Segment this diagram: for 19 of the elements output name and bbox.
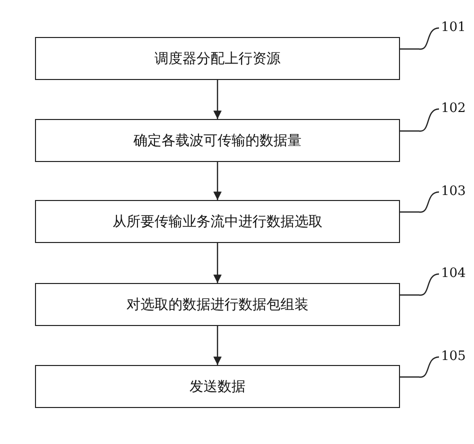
process-box: 调度器分配上行资源 [35, 37, 400, 80]
process-box: 从所要传输业务流中进行数据选取 [35, 200, 400, 243]
reference-number: 103 [441, 184, 471, 200]
reference-number: 105 [441, 349, 471, 365]
arrow [213, 326, 222, 365]
process-box: 确定各载波可传输的数据量 [35, 119, 400, 162]
reference-number: 104 [441, 266, 471, 282]
process-box: 发送数据 [35, 365, 400, 408]
leader-line [400, 27, 440, 50]
leader-line [400, 191, 440, 213]
arrow [213, 243, 222, 283]
leader-line [400, 108, 440, 132]
reference-number: 102 [441, 101, 471, 117]
arrow [213, 80, 222, 119]
leader-line [400, 273, 440, 296]
leader-line [400, 356, 440, 378]
process-box: 对选取的数据进行数据包组装 [35, 283, 400, 326]
arrow [213, 162, 222, 200]
reference-number: 101 [441, 20, 471, 36]
